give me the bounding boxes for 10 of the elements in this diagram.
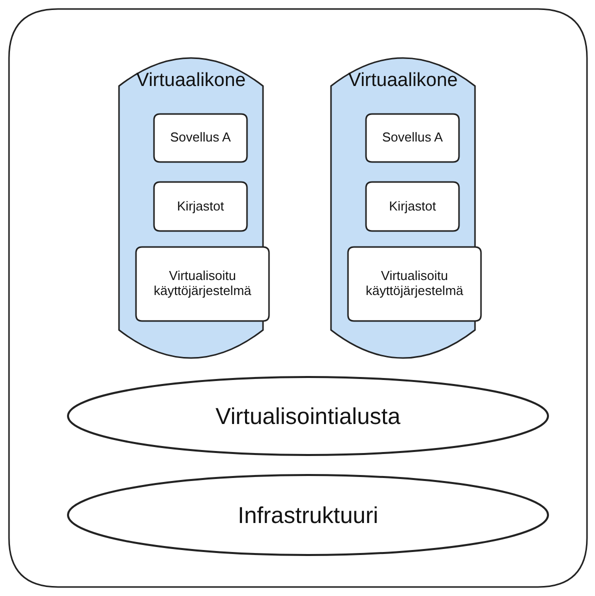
component-label: Virtualisoitu käyttöjärjestelmä	[152, 269, 252, 299]
component-label: Sovellus A	[169, 130, 232, 146]
container-title: Virtuaalikone	[347, 70, 459, 92]
layer-label: Infrastruktuuri	[236, 502, 380, 528]
component-label: Kirjastot	[388, 199, 437, 214]
component-label: Virtualisoitu käyttöjärjestelmä	[364, 269, 464, 299]
component-label: Kirjastot	[176, 199, 225, 214]
layer-label: Virtualisointialusta	[214, 402, 402, 430]
component-label: Sovellus A	[381, 130, 444, 146]
container-title: Virtuaalikone	[135, 70, 247, 92]
